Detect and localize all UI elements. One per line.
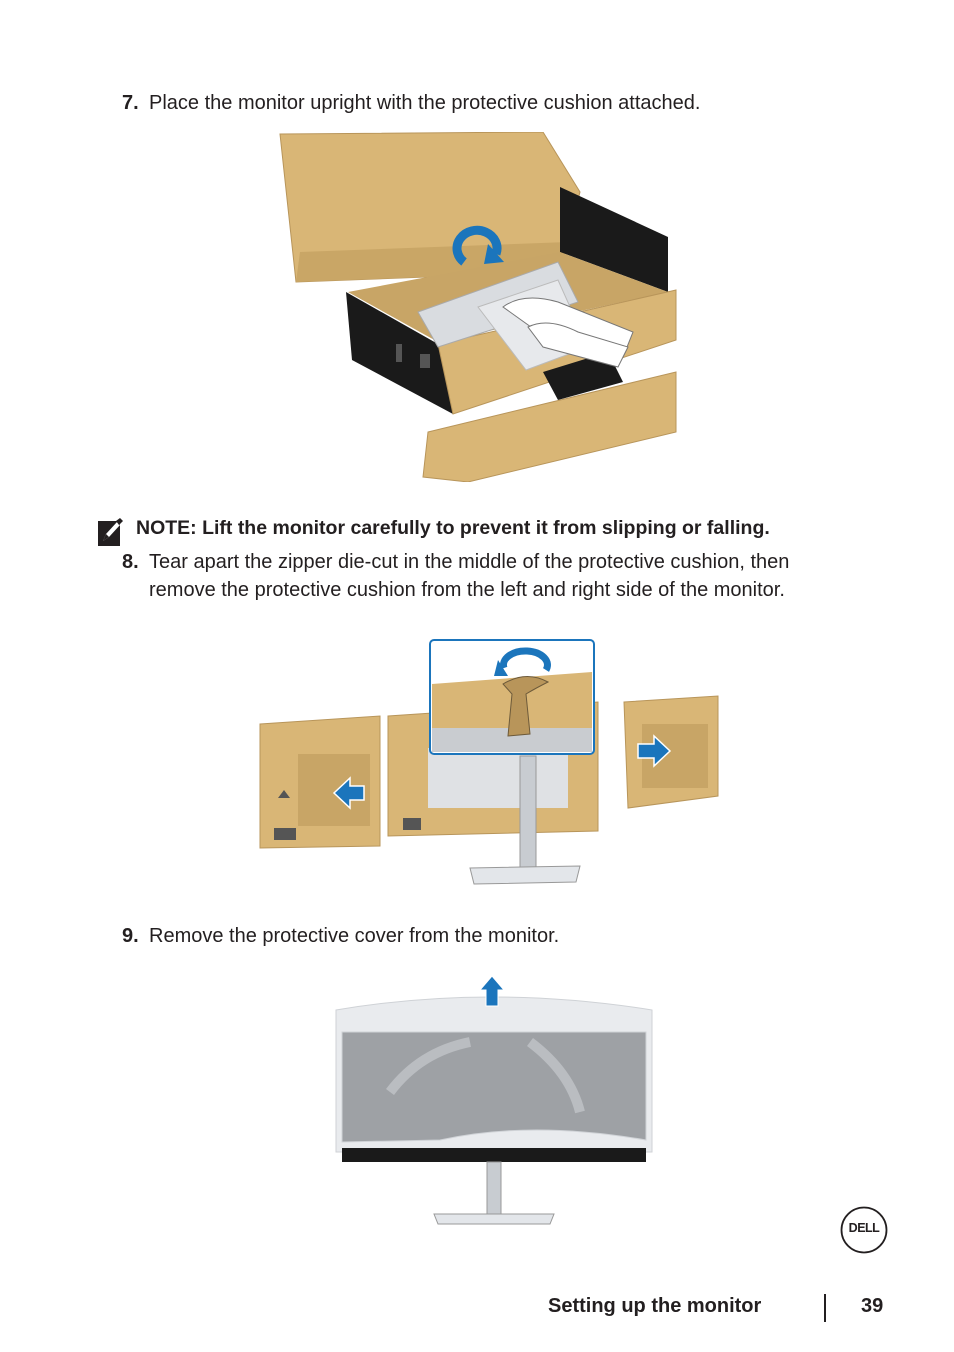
note-text: NOTE: Lift the monitor carefully to prev… bbox=[136, 517, 770, 539]
pencil-note-icon bbox=[98, 518, 123, 546]
arrow-up-icon bbox=[478, 975, 506, 1007]
illustration-remove-cover bbox=[330, 972, 658, 1240]
step-number: 7. bbox=[122, 92, 139, 114]
illustration-monitor-in-box bbox=[278, 132, 678, 482]
dell-logo-text: DELL bbox=[848, 1221, 880, 1235]
step-number: 9. bbox=[122, 925, 139, 947]
footer-section-title: Setting up the monitor bbox=[548, 1295, 762, 1317]
step-text-line-1: Tear apart the zipper die-cut in the mid… bbox=[149, 551, 790, 573]
dell-logo: DELL bbox=[840, 1206, 888, 1254]
step-9: 9. Remove the protective cover from the … bbox=[122, 922, 882, 950]
illustration-remove-cushion bbox=[258, 636, 720, 888]
step-text-line-2: remove the protective cushion from the l… bbox=[149, 579, 785, 601]
rotate-arrow-icon bbox=[452, 225, 504, 266]
page-number: 39 bbox=[861, 1295, 884, 1317]
footer-divider bbox=[824, 1294, 826, 1322]
step-7: 7. Place the monitor upright with the pr… bbox=[122, 89, 882, 117]
step-number: 8. bbox=[122, 551, 139, 573]
note-icon-box bbox=[97, 518, 123, 548]
step-text: Remove the protective cover from the mon… bbox=[149, 925, 560, 947]
rotate-arrow-icon bbox=[494, 647, 551, 676]
arrow-right-icon bbox=[637, 734, 672, 768]
dell-logo-icon bbox=[840, 1206, 888, 1254]
arrow-left-icon bbox=[332, 776, 365, 810]
step-text: Place the monitor upright with the prote… bbox=[149, 92, 701, 114]
step-8: 8. Tear apart the zipper die-cut in the … bbox=[122, 548, 882, 604]
